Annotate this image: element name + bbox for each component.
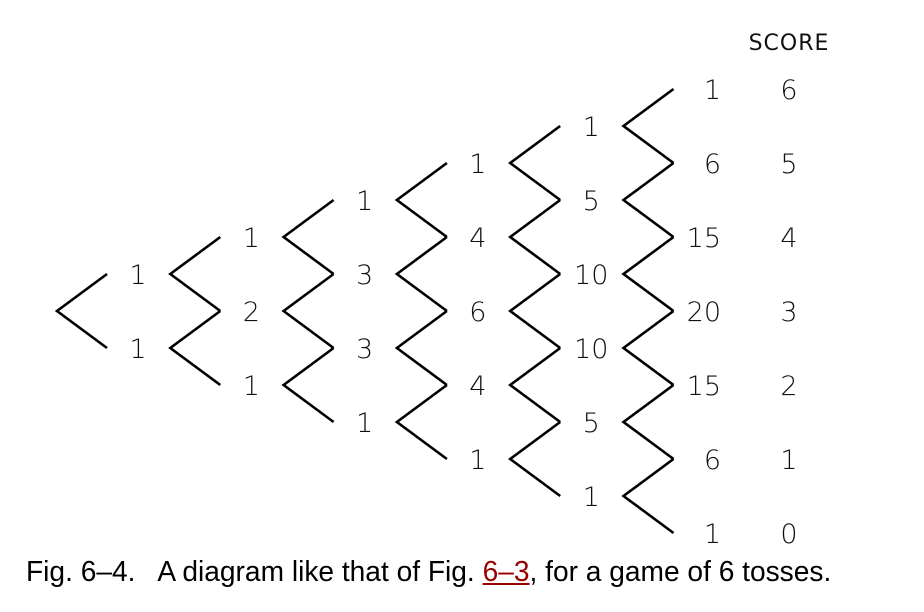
count-label: 1 (356, 408, 373, 439)
count-label: 1 (129, 334, 146, 365)
score-label: 4 (780, 223, 797, 254)
count-label: 20 (687, 297, 721, 328)
branch-chevron (621, 457, 675, 535)
score-labels: 6 5 4 3 2 1 0 (780, 75, 797, 550)
count-label: 1 (704, 75, 721, 106)
count-label: 1 (469, 149, 486, 180)
count-label: 1 (583, 482, 600, 513)
branch-chevron (168, 309, 222, 387)
branch-chevron (508, 420, 561, 498)
branch-chevron (394, 161, 448, 239)
score-label: 0 (780, 519, 797, 550)
count-label: 3 (356, 260, 373, 291)
count-label: 1 (583, 112, 600, 143)
score-label: 1 (780, 445, 797, 476)
count-label: 10 (574, 334, 608, 365)
count-label: 2 (243, 297, 260, 328)
branch-chevron (394, 383, 448, 461)
branch-chevron (508, 198, 561, 276)
branch-chevron (621, 383, 675, 461)
branch-chevron (281, 346, 335, 424)
count-label: 5 (583, 408, 600, 439)
branch-chevron (621, 87, 675, 165)
branch-lines (54, 87, 675, 535)
branch-chevron (621, 161, 675, 239)
score-label: 3 (780, 297, 797, 328)
branch-chevron (168, 235, 222, 313)
count-label: 6 (704, 445, 721, 476)
branch-chevron (281, 198, 335, 276)
count-label: 5 (583, 186, 600, 217)
branch-chevron (621, 235, 675, 313)
score-header: SCORE (749, 31, 830, 56)
branch-chevron (508, 272, 561, 350)
branch-chevron (508, 346, 561, 424)
branch-chevron (394, 235, 448, 313)
figure-link[interactable]: 6–3 (482, 556, 530, 588)
score-label: 2 (780, 371, 797, 402)
count-label: 4 (469, 223, 486, 254)
count-label: 1 (356, 186, 373, 217)
count-label: 3 (356, 334, 373, 365)
count-label: 15 (687, 371, 721, 402)
score-label: 5 (780, 149, 797, 180)
count-label: 1 (469, 445, 486, 476)
branch-chevron (394, 309, 448, 387)
caption-suffix: , for a game of 6 tosses. (529, 556, 832, 588)
branch-chevron (54, 272, 108, 350)
count-label: 6 (469, 297, 486, 328)
count-label: 10 (574, 260, 608, 291)
figure-caption: Fig. 6–4. A diagram like that of Fig. 6–… (26, 556, 880, 589)
branch-chevron (621, 309, 675, 387)
branch-chevron (508, 124, 561, 202)
count-label: 4 (469, 371, 486, 402)
count-label: 6 (704, 149, 721, 180)
count-label: 1 (129, 260, 146, 291)
count-label: 1 (243, 223, 260, 254)
count-label: 1 (243, 371, 260, 402)
branch-chevron (281, 272, 335, 350)
score-label: 6 (780, 75, 797, 106)
caption-prefix: Fig. 6–4. A diagram like that of Fig. (26, 556, 483, 588)
count-label: 15 (687, 223, 721, 254)
count-label: 1 (704, 519, 721, 550)
